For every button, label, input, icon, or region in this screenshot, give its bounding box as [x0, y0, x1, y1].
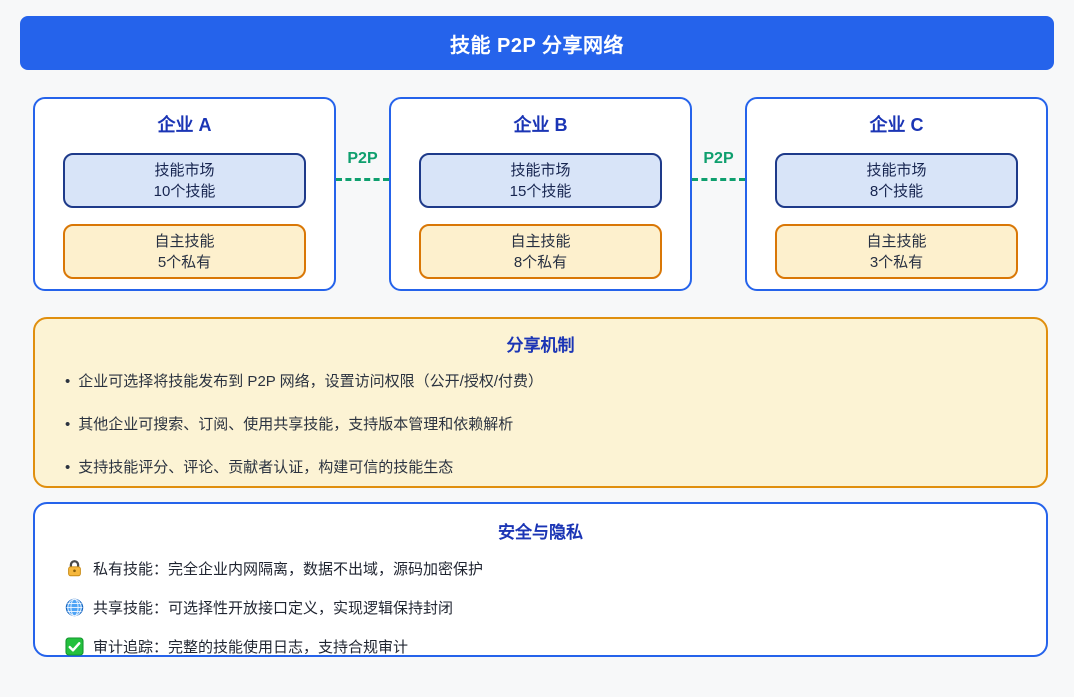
enterprise-card-a: 企业 A 技能市场 10个技能 自主技能 5个私有 — [33, 97, 336, 291]
sharing-section: 分享机制 • 企业可选择将技能发布到 P2P 网络，设置访问权限（公开/授权/付费… — [33, 317, 1048, 488]
private-skill-count: 5个私有 — [157, 253, 212, 271]
sharing-bullet-list: • 企业可选择将技能发布到 P2P 网络，设置访问权限（公开/授权/付费） • 其他… — [65, 371, 1016, 478]
skill-market-count: 8个技能 — [869, 182, 924, 200]
sharing-bullet-text: 企业可选择将技能发布到 P2P 网络，设置访问权限（公开/授权/付费） — [78, 373, 544, 390]
security-item-audit: 审计追踪：完整的技能使用日志，支持合规审计 — [65, 634, 1016, 658]
skill-market-label: 技能市场 — [154, 161, 215, 179]
sharing-bullet-text: 支持技能评分、评论、贡献者认证，构建可信的技能生态 — [78, 459, 454, 476]
security-item-private: 私有技能：完全企业内网隔离，数据不出域，源码加密保护 — [65, 556, 1016, 580]
security-section: 安全与隐私 私有技能：完全企业内网隔离，数据不出域，源码加密保护 — [33, 502, 1048, 657]
private-skill-count: 3个私有 — [869, 253, 924, 271]
private-skill-box: 自主技能 5个私有 — [63, 224, 306, 279]
skill-market-box: 技能市场 8个技能 — [775, 153, 1018, 208]
private-skill-box: 自主技能 3个私有 — [775, 224, 1018, 279]
enterprise-title: 企业 A — [157, 115, 212, 135]
sharing-bullet-text: 其他企业可搜索、订阅、使用共享技能，支持版本管理和依赖解析 — [78, 416, 514, 433]
globe-icon — [65, 598, 84, 617]
skill-market-box: 技能市场 15个技能 — [419, 153, 662, 208]
sharing-bullet: • 企业可选择将技能发布到 P2P 网络，设置访问权限（公开/授权/付费） — [65, 371, 1016, 392]
bullet-dot: • — [65, 373, 71, 390]
bullet-dot: • — [65, 416, 71, 433]
security-section-title: 安全与隐私 — [498, 523, 583, 542]
sharing-bullet: • 其他企业可搜索、订阅、使用共享技能，支持版本管理和依赖解析 — [65, 414, 1016, 435]
p2p-dashed-line — [336, 178, 389, 181]
security-item-text: 共享技能：可选择性开放接口定义，实现逻辑保持封闭 — [93, 599, 454, 617]
bullet-dot: • — [65, 459, 71, 476]
enterprise-title: 企业 C — [869, 115, 924, 135]
enterprise-row: 企业 A 技能市场 10个技能 自主技能 5个私有 P2P 企业 B 技能市场 … — [33, 97, 1048, 291]
check-icon — [65, 636, 84, 656]
page-title: 技能 P2P 分享网络 — [20, 16, 1054, 70]
p2p-label: P2P — [347, 150, 378, 167]
private-skill-label: 自主技能 — [510, 232, 571, 250]
security-item-text: 审计追踪：完整的技能使用日志，支持合规审计 — [93, 638, 409, 656]
p2p-label: P2P — [703, 150, 734, 167]
skill-market-count: 15个技能 — [509, 182, 572, 200]
private-skill-label: 自主技能 — [866, 232, 927, 250]
enterprise-title: 企业 B — [513, 115, 568, 135]
enterprise-card-c: 企业 C 技能市场 8个技能 自主技能 3个私有 — [745, 97, 1048, 291]
security-item-text: 私有技能：完全企业内网隔离，数据不出域，源码加密保护 — [93, 560, 484, 578]
p2p-connector-ab: P2P — [336, 97, 389, 291]
sharing-section-title: 分享机制 — [506, 336, 575, 355]
private-skill-label: 自主技能 — [154, 232, 215, 250]
sharing-bullet: • 支持技能评分、评论、贡献者认证，构建可信的技能生态 — [65, 457, 1016, 478]
private-skill-count: 8个私有 — [513, 253, 568, 271]
enterprise-card-b: 企业 B 技能市场 15个技能 自主技能 8个私有 — [389, 97, 692, 291]
lock-icon — [65, 559, 84, 578]
skill-market-count: 10个技能 — [153, 182, 216, 200]
private-skill-box: 自主技能 8个私有 — [419, 224, 662, 279]
p2p-connector-bc: P2P — [692, 97, 745, 291]
security-item-shared: 共享技能：可选择性开放接口定义，实现逻辑保持封闭 — [65, 595, 1016, 619]
skill-market-box: 技能市场 10个技能 — [63, 153, 306, 208]
p2p-dashed-line — [692, 178, 745, 181]
skill-market-label: 技能市场 — [510, 161, 571, 179]
security-item-list: 私有技能：完全企业内网隔离，数据不出域，源码加密保护 共享技能：可选择性开放接口… — [65, 556, 1016, 658]
skill-market-label: 技能市场 — [866, 161, 927, 179]
